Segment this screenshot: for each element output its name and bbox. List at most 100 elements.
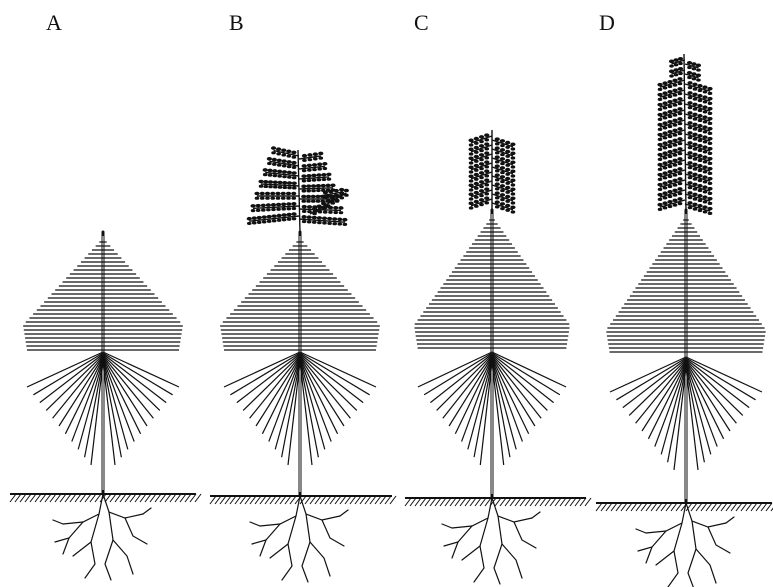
floret <box>703 130 708 133</box>
floret <box>495 169 500 172</box>
ground-hatch <box>570 498 576 506</box>
floret <box>332 217 337 221</box>
floret <box>282 181 287 185</box>
floret <box>678 92 683 95</box>
floret <box>268 180 273 184</box>
floret <box>696 74 701 78</box>
floret <box>707 87 712 91</box>
floret <box>687 101 692 105</box>
floret <box>474 196 479 199</box>
floret <box>677 87 682 91</box>
ground-hatch <box>656 503 662 511</box>
floret <box>344 189 349 193</box>
floret <box>672 79 677 83</box>
floret <box>500 193 505 197</box>
floret <box>663 86 668 89</box>
leaf-blade <box>686 365 711 454</box>
floret <box>505 173 510 176</box>
floret <box>292 217 297 220</box>
floret <box>484 187 489 191</box>
floret <box>673 58 678 62</box>
ground-hatch <box>756 503 762 511</box>
floret <box>495 142 500 145</box>
floret <box>259 185 264 188</box>
floret <box>687 131 692 135</box>
ground-hatch <box>15 494 21 502</box>
floret <box>703 140 708 143</box>
floret <box>707 167 712 171</box>
ground-hatch <box>365 496 371 504</box>
floret <box>678 152 683 155</box>
floret <box>474 182 479 186</box>
floret <box>662 161 667 165</box>
ground-hatch <box>465 498 471 506</box>
floret <box>326 204 331 207</box>
floret <box>275 192 280 196</box>
floret <box>693 157 698 160</box>
ground-hatch <box>195 494 201 502</box>
floret <box>708 162 713 165</box>
floret <box>311 189 316 192</box>
ground-hatch <box>580 498 586 506</box>
floret <box>323 196 328 199</box>
ground-hatch <box>375 496 381 504</box>
floret <box>276 147 281 151</box>
floret <box>703 200 708 203</box>
floret <box>693 187 698 190</box>
floret <box>688 96 693 99</box>
floret <box>495 151 500 154</box>
floret <box>287 186 292 189</box>
floret <box>308 158 313 161</box>
floret <box>306 174 311 178</box>
ground-hatch <box>385 496 391 504</box>
floret <box>688 196 693 199</box>
floret <box>322 221 327 224</box>
ground-hatch <box>405 498 411 506</box>
floret <box>316 173 321 177</box>
floret <box>271 208 276 211</box>
root-branch <box>302 542 310 582</box>
ground-hatch <box>701 503 707 511</box>
floret <box>708 122 713 125</box>
ground-hatch <box>85 494 91 502</box>
floret <box>688 116 693 119</box>
ground-hatch <box>275 496 281 504</box>
floret <box>687 61 692 65</box>
floret <box>495 155 500 159</box>
floret <box>254 192 259 196</box>
floret <box>323 167 328 170</box>
root-branch <box>322 520 344 546</box>
floret <box>697 104 702 108</box>
floret <box>479 198 484 202</box>
floret <box>668 95 673 98</box>
floret <box>667 90 672 94</box>
floret <box>311 200 316 203</box>
floret <box>468 165 473 169</box>
floret <box>662 121 667 125</box>
ground-hatch <box>180 494 186 502</box>
floret <box>703 150 708 153</box>
floret <box>673 113 678 116</box>
floret <box>316 200 321 203</box>
floret <box>505 200 510 203</box>
floret <box>688 136 693 139</box>
floret <box>688 156 693 159</box>
ground-hatch <box>135 494 141 502</box>
floret <box>495 160 500 163</box>
floret <box>343 223 348 226</box>
ground-hatch <box>606 503 612 511</box>
floret <box>702 135 707 139</box>
floret <box>302 169 307 172</box>
floret <box>474 146 479 150</box>
floret <box>697 94 702 98</box>
floret <box>495 182 500 186</box>
leaf-blade <box>300 360 325 449</box>
floret <box>333 211 338 214</box>
floret <box>312 212 317 215</box>
floret <box>287 181 292 185</box>
floret <box>697 184 702 188</box>
floret <box>677 177 682 181</box>
floret <box>342 218 347 222</box>
floret <box>252 221 257 224</box>
floret <box>495 187 500 190</box>
